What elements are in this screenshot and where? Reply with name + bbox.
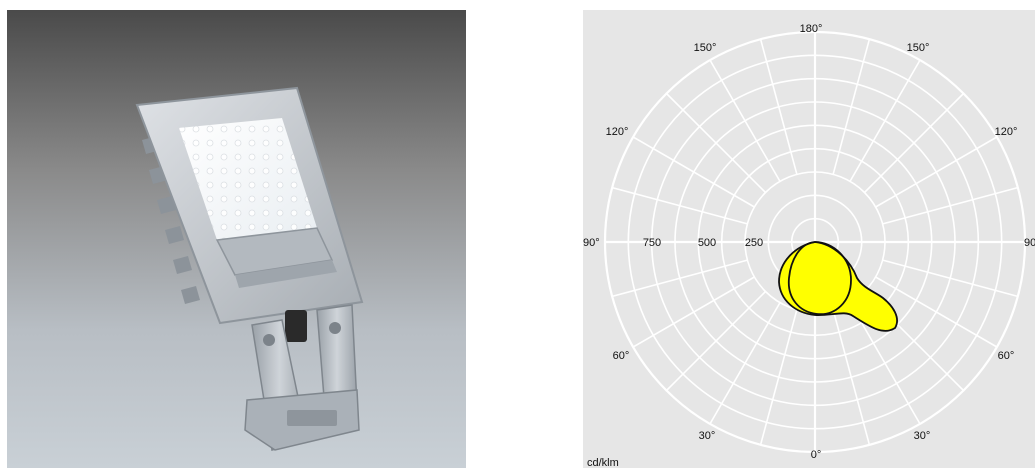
grid-spoke <box>665 290 767 392</box>
radial-label-250: 250 <box>745 237 763 249</box>
angle-label-top: 180° <box>800 23 823 35</box>
angle-label-upper-right: 150° <box>907 42 930 54</box>
grid-spoke <box>759 309 798 446</box>
product-photo <box>7 10 466 468</box>
polar-diagram-svg: 180° 150° 150° 120° 120° 90° 90° 60° 60°… <box>583 23 1035 468</box>
grid-spoke <box>882 259 1019 298</box>
grid-spoke <box>832 38 871 175</box>
grid-spoke <box>632 276 755 348</box>
distribution-c0-curve <box>778 241 898 332</box>
grid-spoke <box>882 186 1019 225</box>
angle-label-right: 90° <box>1024 237 1035 249</box>
angle-label-upper-left: 150° <box>694 42 717 54</box>
distribution-c90-curve <box>787 241 852 315</box>
grid-spoke <box>875 276 998 348</box>
angle-label-mid-lower-left: 60° <box>613 350 630 362</box>
grid-spoke <box>709 59 781 182</box>
polar-diagram: 180° 150° 150° 120° 120° 90° 90° 60° 60°… <box>583 10 1035 468</box>
polar-grid <box>603 30 1027 454</box>
angle-label-mid-lower-right: 60° <box>998 350 1015 362</box>
angle-label-bottom: 0° <box>811 449 822 461</box>
grid-spoke <box>849 302 921 425</box>
grid-spoke <box>875 136 998 208</box>
angle-label-mid-upper-left: 120° <box>606 126 629 138</box>
grid-spoke <box>832 309 871 446</box>
angle-label-mid-upper-right: 120° <box>995 126 1018 138</box>
grid-spoke <box>759 38 798 175</box>
grid-spoke <box>665 92 767 194</box>
light-distribution-curve <box>778 241 898 332</box>
radial-label-750: 750 <box>643 237 661 249</box>
angle-label-lower-left: 30° <box>699 430 716 442</box>
radial-label-500: 500 <box>698 237 716 249</box>
floodlight-product-icon <box>7 10 466 468</box>
grid-spoke <box>632 136 755 208</box>
grid-spoke <box>849 59 921 182</box>
grid-spoke <box>863 92 965 194</box>
angle-label-left: 90° <box>583 237 600 249</box>
grid-spoke <box>709 302 781 425</box>
grid-spoke <box>611 186 748 225</box>
angle-label-lower-right: 30° <box>914 430 931 442</box>
unit-label: cd/klm <box>587 457 619 468</box>
grid-spoke <box>611 259 748 298</box>
